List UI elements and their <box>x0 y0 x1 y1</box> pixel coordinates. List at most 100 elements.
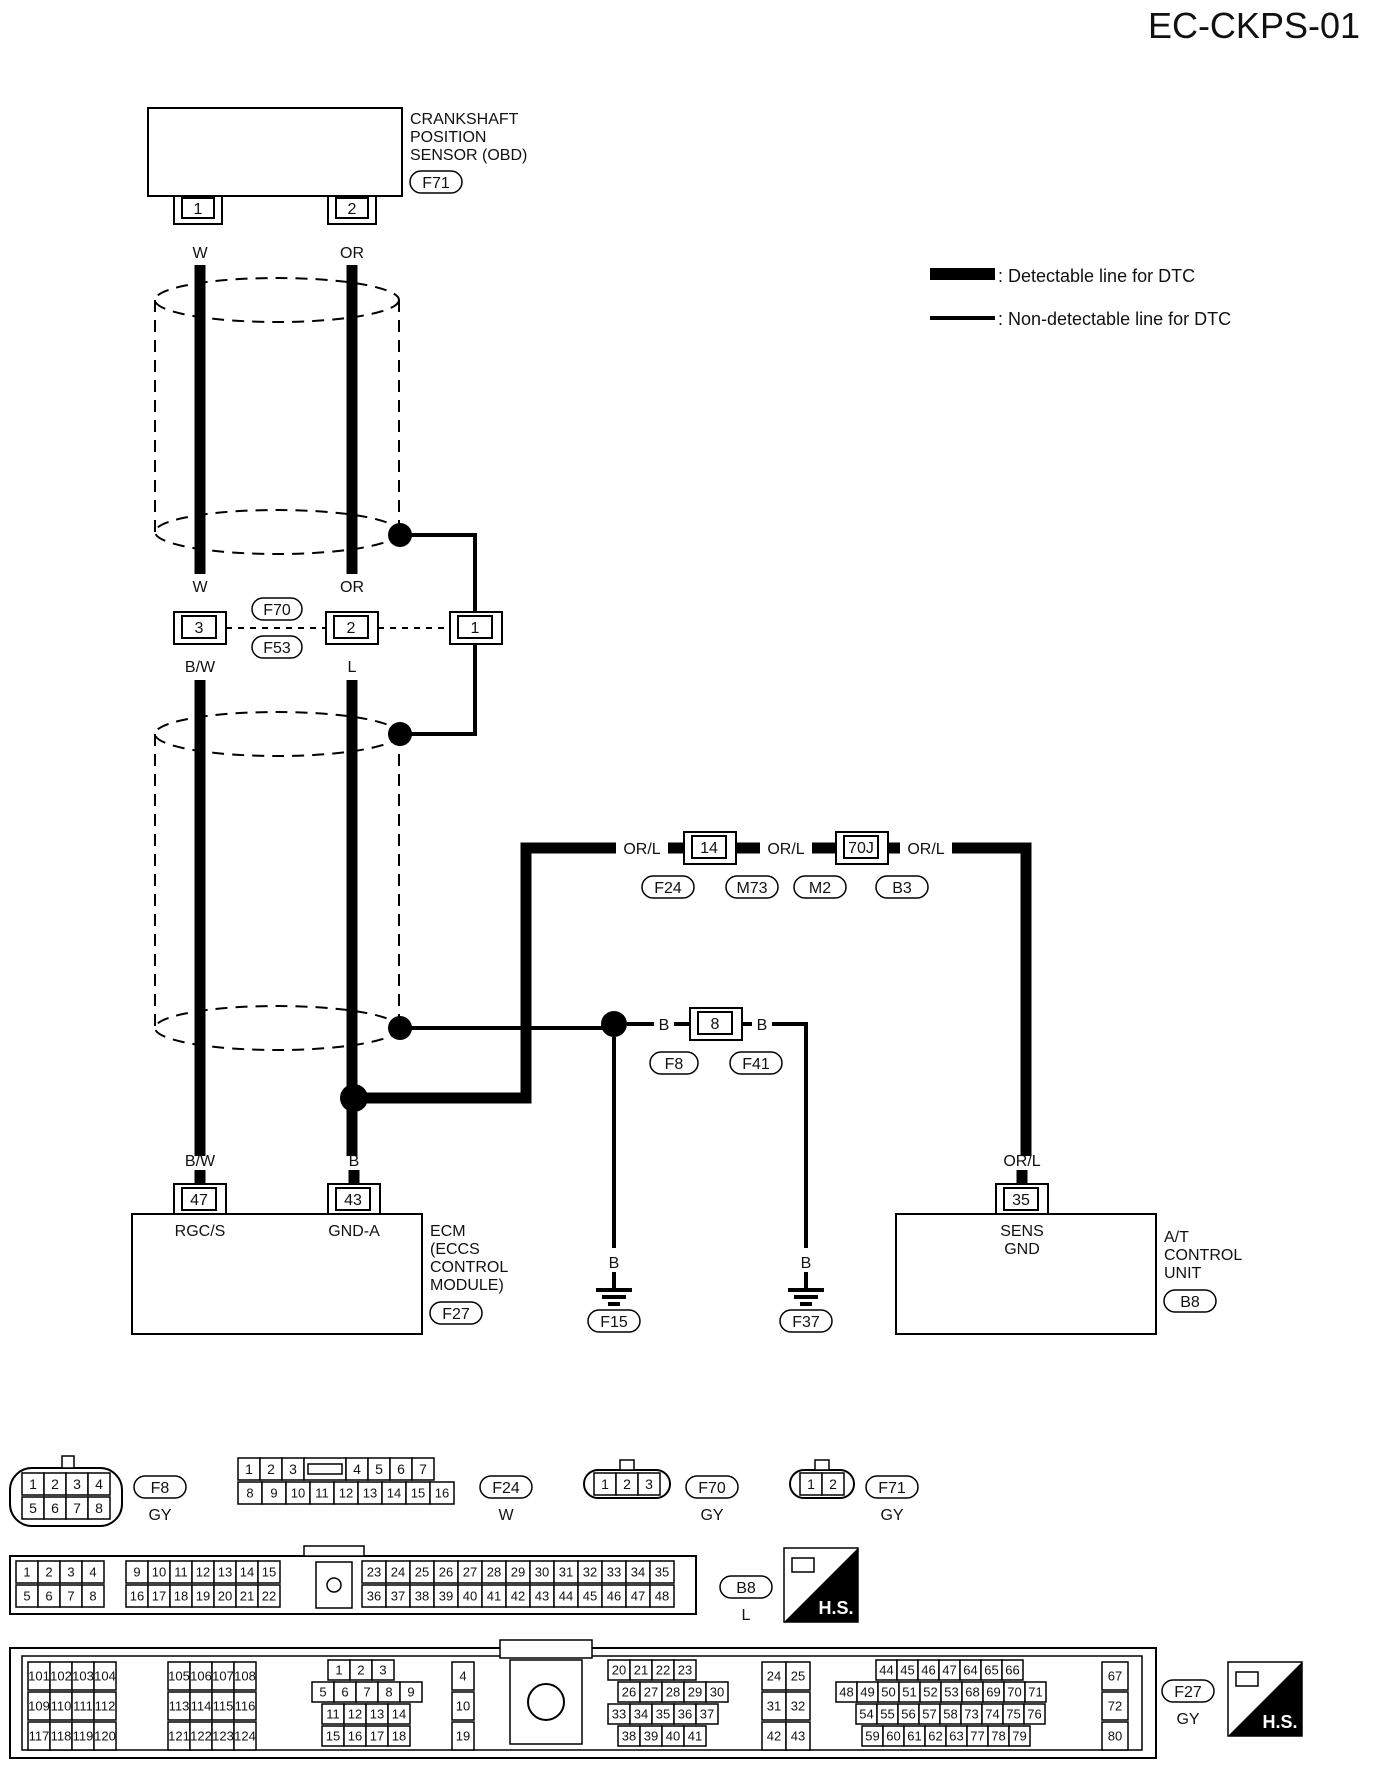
f27-block1-pin <box>93 1721 117 1751</box>
f8-top-pin <box>87 1472 111 1496</box>
b8-bottom-pin <box>81 1584 105 1608</box>
tcu-pin-35-number: 35 <box>1012 1192 1030 1209</box>
f70-view-id: F70 <box>698 1480 726 1497</box>
f27-block2-pin-number: 108 <box>234 1669 256 1684</box>
f27-block5-pin-number: 41 <box>688 1729 702 1744</box>
sensor-pin-1 <box>181 197 215 219</box>
f8-top-pin-number: 1 <box>29 1476 37 1492</box>
b8-bottom-pin-number: 39 <box>439 1589 453 1604</box>
f24-top-pin-number: 2 <box>267 1461 275 1477</box>
f27-key <box>499 1639 593 1659</box>
f27-block2-pin-number: 107 <box>212 1669 234 1684</box>
f27-block3-pin-number: 7 <box>363 1685 370 1700</box>
f27-block1-pin-number: 102 <box>50 1669 72 1684</box>
f27-block5-pin-number: 21 <box>634 1663 648 1678</box>
f27-block7-pin-number: 54 <box>859 1707 873 1722</box>
f27-block7-pin-number: 73 <box>964 1707 978 1722</box>
hs-badge-f27-hand-icon <box>1235 1671 1259 1687</box>
joint-connector: W OR 3 2 1 F70 F53 B/W L <box>173 579 503 676</box>
f27-block6-pin <box>785 1721 811 1751</box>
b8-top-pin-number: 3 <box>67 1565 74 1580</box>
f71-view-badge <box>865 1475 919 1499</box>
f27-block1-pin-number: 112 <box>95 1699 116 1714</box>
f8-bottom-pin-number: 5 <box>29 1500 37 1516</box>
f24-view-color: W <box>498 1507 514 1524</box>
lower-shield-bottom <box>154 1005 400 1051</box>
joint-pin-2 <box>333 615 369 639</box>
f27-block1-pin-number: 117 <box>29 1729 50 1744</box>
f27-block3-pin-number: 15 <box>326 1729 340 1744</box>
ground-f37-badge <box>779 1309 833 1333</box>
f24-view-id: F24 <box>492 1480 520 1497</box>
b8-bottom-pin-number: 5 <box>23 1589 30 1604</box>
joint-lower-color-1: B/W <box>185 659 216 676</box>
f27-block5-pin-number: 38 <box>622 1729 636 1744</box>
f70-pin-number: 1 <box>601 1476 609 1492</box>
f27-block3-pin <box>399 1681 423 1703</box>
upper-shield <box>154 277 400 555</box>
ground-link-connector-2: F41 <box>742 1056 770 1073</box>
f27-block3-pin-number: 2 <box>357 1663 364 1678</box>
f27-block8-pin <box>1101 1721 1129 1751</box>
hs-badge-f27-wedge <box>1228 1662 1302 1736</box>
hs-badge-f27: H.S. <box>1227 1661 1303 1737</box>
b8-top-pin-number: 28 <box>487 1565 501 1580</box>
ecm-wire-2-color: B <box>349 1153 360 1170</box>
harness-connector-4: B3 <box>892 880 912 897</box>
f27-block5-pin-number: 26 <box>622 1685 636 1700</box>
f27-block7-pin-number: 78 <box>991 1729 1005 1744</box>
b8-bottom-pin-number: 20 <box>218 1589 232 1604</box>
b8-top-pin-number: 35 <box>655 1565 669 1580</box>
tcu-label-line3: UNIT <box>1164 1265 1202 1282</box>
b8-bottom-pin-number: 41 <box>487 1589 501 1604</box>
f27-block7-pin-number: 63 <box>949 1729 963 1744</box>
f27-block5-pin-number: 34 <box>634 1707 648 1722</box>
b8-top-pin-number: 2 <box>45 1565 52 1580</box>
f27-block5-pin-number: 39 <box>644 1729 658 1744</box>
f27-block7-pin-number: 56 <box>901 1707 915 1722</box>
f27-block4-pin <box>451 1721 475 1751</box>
f24-view-badge <box>479 1475 533 1499</box>
ecm-label-line3: CONTROL <box>430 1259 508 1276</box>
ecm-label-line4: MODULE) <box>430 1277 504 1294</box>
f70-key <box>619 1459 635 1471</box>
sensor-connector-badge <box>409 170 463 194</box>
f27-block7-pin-number: 50 <box>881 1685 895 1700</box>
joint-pin-3-number: 3 <box>195 620 204 637</box>
f27-block5-pin-number: 27 <box>644 1685 658 1700</box>
f27-block7-pin <box>1024 1681 1047 1703</box>
harness-connector-2: M73 <box>736 880 767 897</box>
f27-block7-pin <box>1001 1659 1024 1681</box>
f27-block3-pin-number: 3 <box>379 1663 386 1678</box>
b8-bottom-pin-number: 40 <box>463 1589 477 1604</box>
f8-key <box>61 1455 75 1469</box>
f27-block2-pin-number: 121 <box>168 1729 190 1744</box>
f27-block7-pin-number: 62 <box>928 1729 942 1744</box>
f27-block3-pin <box>371 1659 395 1681</box>
lower-drain-wire <box>400 644 477 736</box>
legend-detectable-swatch <box>930 268 995 280</box>
f27-block7-pin-number: 66 <box>1005 1663 1019 1678</box>
harness-pin-70j <box>843 835 879 859</box>
harness-wire-a <box>354 842 616 1104</box>
f27-block1-pin <box>93 1691 117 1721</box>
legend-detectable-text: : Detectable line for DTC <box>998 266 1195 286</box>
ground-link-connector-1: F8 <box>665 1056 684 1073</box>
f27-block6-pin <box>785 1691 811 1721</box>
f8-bottom-pin-number: 7 <box>73 1500 81 1516</box>
ecm-pin-43-number: 43 <box>344 1192 362 1209</box>
hs-badge-b8-hand-icon <box>791 1557 815 1573</box>
ecm-pin-43 <box>335 1187 371 1211</box>
joint-pin-3 <box>181 615 217 639</box>
f71-pin-number: 1 <box>807 1476 815 1492</box>
b8-bottom-pin-number: 46 <box>607 1589 621 1604</box>
f27-block7-pin-number: 77 <box>970 1729 984 1744</box>
tcu-connector-badge <box>1163 1289 1217 1313</box>
f27-block1-pin-number: 118 <box>51 1729 72 1744</box>
b8-top-pin-number: 30 <box>535 1565 549 1580</box>
b8-bottom-pin-number: 6 <box>45 1589 52 1604</box>
ground-f37: B F37 <box>779 1255 833 1333</box>
f27-block2-pin-number: 116 <box>235 1699 256 1714</box>
joint-connector-badge-2 <box>251 635 303 659</box>
